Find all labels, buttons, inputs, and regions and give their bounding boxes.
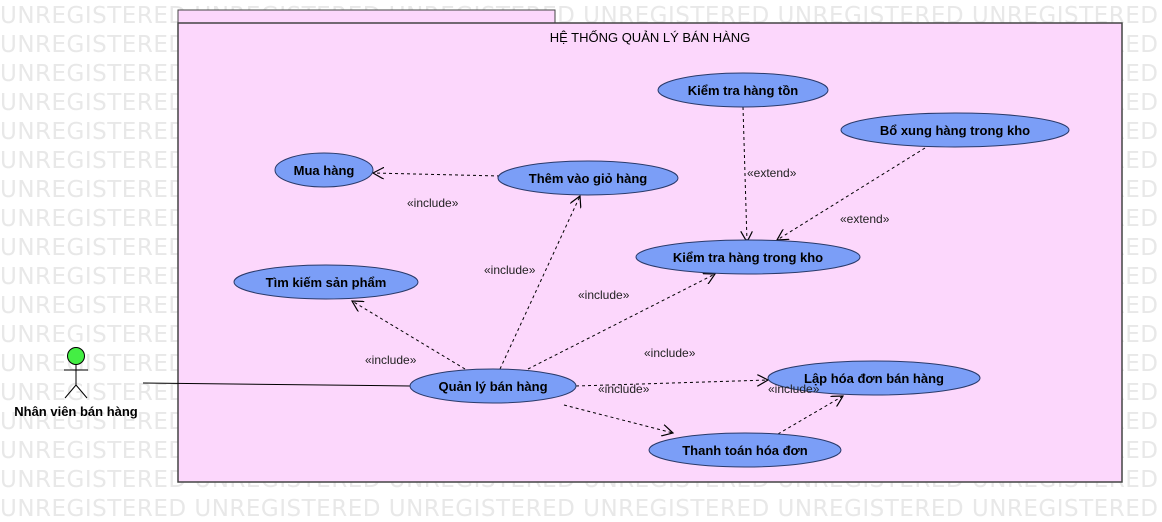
label-include-tt: «include» <box>768 382 820 396</box>
label-include-mua: «include» <box>407 196 459 210</box>
system-tab <box>177 9 556 24</box>
label-include-kho: «include» <box>578 288 630 302</box>
use-case-tim-kiem[interactable]: Tìm kiếm sản phẩm <box>233 264 419 300</box>
actor-head-icon <box>67 347 85 365</box>
label-include-tim: «include» <box>365 353 417 367</box>
use-case-thanh-toan[interactable]: Thanh toán hóa đơn <box>648 432 842 468</box>
use-case-mua-hang[interactable]: Mua hàng <box>274 152 374 188</box>
use-case-them-gio-hang[interactable]: Thêm vào giỏ hàng <box>497 160 679 196</box>
use-case-bo-xung[interactable]: Bổ xung hàng trong kho <box>840 112 1070 148</box>
use-case-label: Kiểm tra hàng trong kho <box>673 250 823 265</box>
use-case-lap-hoa-don[interactable]: Lập hóa đơn bán hàng <box>767 360 981 396</box>
use-case-label: Thanh toán hóa đơn <box>682 443 808 458</box>
use-case-quan-ly[interactable]: Quản lý bán hàng <box>409 368 577 404</box>
rel-tt-to-lap[interactable] <box>777 396 843 435</box>
rel-ton-to-kho[interactable] <box>743 106 747 242</box>
rel-quanly-to-kho[interactable] <box>527 274 715 370</box>
use-case-label: Lập hóa đơn bán hàng <box>804 371 944 386</box>
use-case-label: Mua hàng <box>294 163 355 178</box>
rel-quanly-to-them[interactable] <box>499 196 580 370</box>
system-boundary[interactable]: HỆ THỐNG QUẢN LÝ BÁN HÀNG <box>177 9 1123 483</box>
label-extend-ton: «extend» <box>747 166 797 180</box>
system-title: HỆ THỐNG QUẢN LÝ BÁN HÀNG <box>550 30 751 45</box>
rel-quanly-to-tim[interactable] <box>352 301 466 370</box>
label-include-lap2: «include» <box>598 382 650 396</box>
relationships <box>352 106 926 435</box>
watermark-line: UNREGISTERED UNREGISTERED UNREGISTERED U… <box>0 496 1162 522</box>
label-include-lap: «include» <box>644 346 696 360</box>
actor-association[interactable] <box>142 382 411 387</box>
use-case-label: Quản lý bán hàng <box>438 379 547 394</box>
actor-name: Nhân viên bán hàng <box>14 404 138 419</box>
label-extend-bx: «extend» <box>840 212 890 226</box>
rel-bx-to-kho[interactable] <box>777 147 926 240</box>
use-case-label: Thêm vào giỏ hàng <box>529 171 648 186</box>
use-case-kiem-tra-ton[interactable]: Kiểm tra hàng tồn <box>657 72 829 108</box>
use-case-label: Bổ xung hàng trong kho <box>880 123 1030 138</box>
actor-nhan-vien[interactable]: Nhân viên bán hàng <box>14 347 138 420</box>
use-case-kiem-tra-kho[interactable]: Kiểm tra hàng trong kho <box>635 239 861 275</box>
rel-quanly-to-tt[interactable] <box>563 404 673 433</box>
use-case-label: Tìm kiếm sản phẩm <box>266 275 387 290</box>
rel-quanly-to-lap[interactable] <box>575 380 768 387</box>
use-case-label: Kiểm tra hàng tồn <box>688 83 799 98</box>
label-include-them: «include» <box>484 263 536 277</box>
